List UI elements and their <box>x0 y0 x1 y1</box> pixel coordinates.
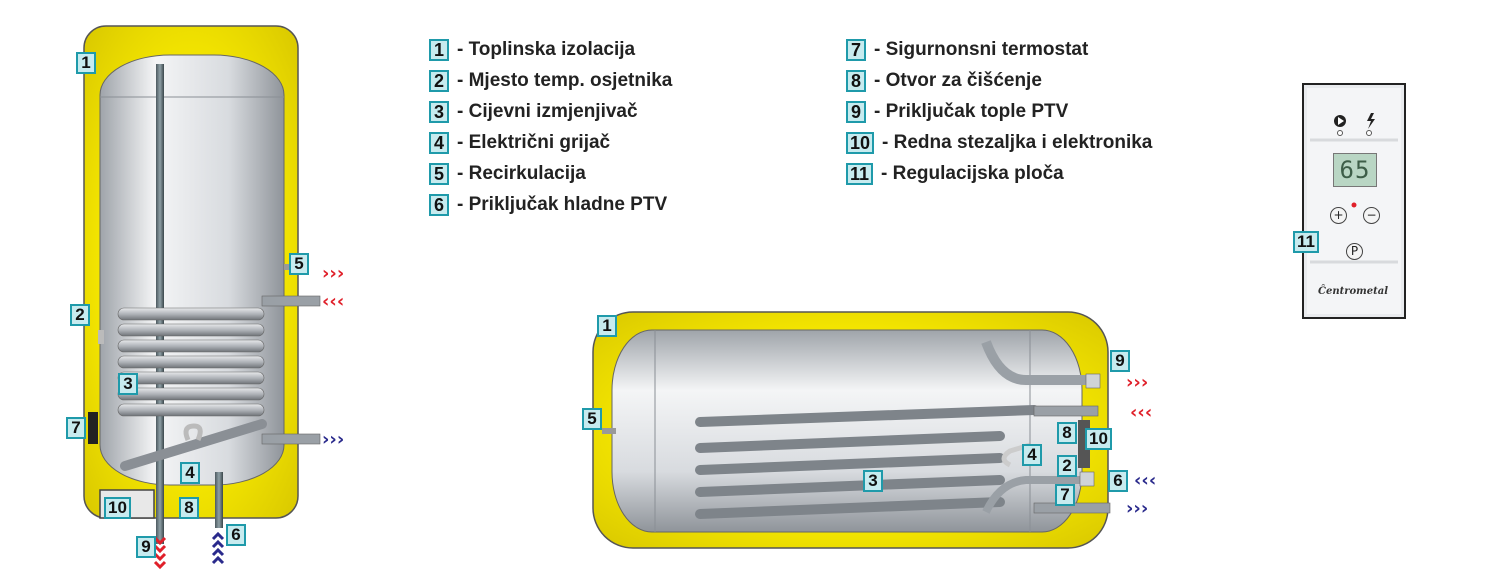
legend-label: - Recirkulacija <box>457 163 586 184</box>
legend-label: - Cijevni izmjenjivač <box>457 101 638 122</box>
vertical-boiler: ››› ‹‹‹ ››› <box>83 25 344 570</box>
legend-num: 11 <box>846 163 874 185</box>
arrows-hot-in: ‹‹‹ <box>322 291 344 312</box>
h-tag-insulation: 1 <box>597 315 617 337</box>
h-tag-recirculation: 5 <box>582 408 602 430</box>
legend-label: - Priključak hladne PTV <box>457 194 668 215</box>
legend-label: - Sigurnonsni termostat <box>874 39 1089 60</box>
arrows-h-cold-in: ‹‹‹ <box>1134 470 1156 491</box>
v-tag-coil: 3 <box>118 373 138 395</box>
plus-button[interactable]: + <box>1330 207 1347 224</box>
arrows-cold-up <box>211 531 225 565</box>
legend-label: - Priključak tople PTV <box>874 101 1069 122</box>
vertical-hot-pipe <box>156 64 164 544</box>
h-tag-sensor: 2 <box>1057 455 1077 477</box>
control-panel <box>1302 83 1406 319</box>
program-button[interactable]: P <box>1346 243 1363 260</box>
legend-right: 7 - Sigurnonsni termostat 8 - Otvor za čiš… <box>846 38 1246 188</box>
legend-item: 5 - Recirkulacija <box>429 162 586 186</box>
arrows-hot-out: ››› <box>322 263 344 284</box>
horizontal-boiler: ››› ‹‹‹ ‹‹‹ ››› <box>592 311 1156 549</box>
legend-label: - Električni grijač <box>457 132 611 153</box>
arrows-h-hot-in: ‹‹‹ <box>1130 402 1152 423</box>
h-tag-terminal: 10 <box>1085 428 1112 450</box>
legend-num: 1 <box>429 39 449 61</box>
panel-brand: Ĉentrometal <box>1318 286 1388 297</box>
legend-num: 10 <box>846 132 875 154</box>
arrows-h-hot-out: ››› <box>1126 372 1148 393</box>
arrows-cold-out: ››› <box>322 429 344 450</box>
legend-item: 7 - Sigurnonsni termostat <box>846 38 1088 62</box>
legend-item: 3 - Cijevni izmjenjivač <box>429 100 638 124</box>
v-tag-thermostat: 7 <box>66 417 86 439</box>
legend-label: - Toplinska izolacija <box>457 39 636 60</box>
v-tag-insulation: 1 <box>76 52 96 74</box>
v-tag-hot-outlet: 9 <box>136 536 156 558</box>
legend-num: 6 <box>429 194 449 216</box>
legend-item: 2 - Mjesto temp. osjetnika <box>429 69 672 93</box>
legend-num: 9 <box>846 101 866 123</box>
h-tag-coil: 3 <box>863 470 883 492</box>
vertical-coil <box>117 307 267 471</box>
vertical-cold-pipe <box>215 472 223 528</box>
arrows-h-cold-out: ››› <box>1126 498 1148 519</box>
legend-num: 5 <box>429 163 449 185</box>
legend-num: 3 <box>429 101 449 123</box>
legend-left: 1 - Toplinska izolacija 2 - Mjesto temp. o… <box>429 38 809 216</box>
legend-item: 11 - Regulacijska ploča <box>846 162 1064 186</box>
h-tag-cleaning: 8 <box>1057 422 1077 444</box>
legend-item: 1 - Toplinska izolacija <box>429 38 635 62</box>
v-tag-cold-inlet: 6 <box>226 524 246 546</box>
legend-num: 4 <box>429 132 449 154</box>
legend-item: 6 - Priključak hladne PTV <box>429 193 667 217</box>
v-tag-sensor: 2 <box>70 304 90 326</box>
panel-tag: 11 <box>1293 231 1319 253</box>
legend-item: 8 - Otvor za čišćenje <box>846 69 1042 93</box>
legend-item: 10 - Redna stezaljka i elektronika <box>846 131 1152 155</box>
vertical-thermostat <box>88 412 98 444</box>
legend-num: 7 <box>846 39 866 61</box>
horizontal-tank <box>611 329 1083 533</box>
h-tag-cold-inlet: 6 <box>1108 470 1128 492</box>
v-tag-terminal: 10 <box>104 497 131 519</box>
v-tag-recirculation: 5 <box>289 253 309 275</box>
legend-label: - Mjesto temp. osjetnika <box>457 70 673 91</box>
panel-display: 65 <box>1333 153 1377 187</box>
legend-item: 9 - Priključak tople PTV <box>846 100 1068 124</box>
h-tag-thermostat: 7 <box>1055 484 1075 506</box>
legend-num: 2 <box>429 70 449 92</box>
h-tag-heater: 4 <box>1022 444 1042 466</box>
legend-label: - Redna stezaljka i elektronika <box>882 132 1153 153</box>
horizontal-coil <box>695 405 1039 519</box>
arrows-hot-down <box>153 536 167 570</box>
lightning-icon <box>1367 113 1375 129</box>
v-tag-heater: 4 <box>180 462 200 484</box>
v-tag-cleaning: 8 <box>179 497 199 519</box>
legend-label: - Regulacijska ploča <box>881 163 1064 184</box>
legend-label: - Otvor za čišćenje <box>874 70 1042 91</box>
legend-item: 4 - Električni grijač <box>429 131 610 155</box>
minus-button[interactable]: − <box>1363 207 1380 224</box>
legend-num: 8 <box>846 70 866 92</box>
h-tag-hot-outlet: 9 <box>1110 350 1130 372</box>
